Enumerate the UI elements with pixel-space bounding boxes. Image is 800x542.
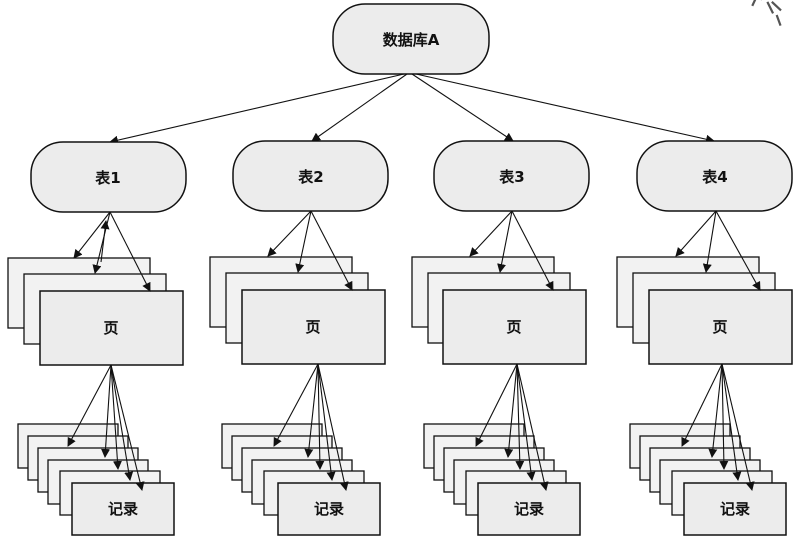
page-label: 页: [305, 318, 320, 336]
record-stack-3: 记录: [423, 423, 581, 536]
record-label: 记录: [108, 500, 138, 518]
table-node-label: 表4: [702, 168, 727, 186]
table-page-edges-3: [469, 210, 554, 291]
page-record-edges-2: [273, 363, 349, 491]
record-stack-2: 记录: [221, 423, 381, 536]
root-node-label: 数据库A: [383, 31, 440, 49]
record-box-1: [71, 482, 175, 536]
table-group-3: 表3 页 记录: [411, 140, 590, 536]
record-stack-1: 记录: [17, 423, 175, 536]
table-node-label: 表2: [298, 168, 323, 186]
table-page-edges-2: [267, 210, 353, 291]
table-node-label: 表3: [499, 168, 524, 186]
page-record-edges-4: [681, 363, 755, 491]
root-node-database: 数据库A: [332, 3, 490, 75]
record-label: 记录: [720, 500, 750, 518]
record-label: 记录: [514, 500, 544, 518]
table-page-edges-1: [73, 211, 151, 292]
table-group-4: 表4 页 记录: [616, 140, 793, 536]
table-node-1: [30, 141, 187, 213]
table-node-label: 表1: [95, 169, 120, 187]
record-box-3: [477, 482, 581, 536]
page-stack-3: 页: [411, 256, 587, 365]
page-label: 页: [506, 318, 521, 336]
table-group-2: 表2 页 记录: [209, 140, 389, 536]
page-record-edges-1: [67, 364, 145, 491]
record-label: 记录: [314, 500, 344, 518]
table-group-1: 表1 页 记录: [7, 141, 187, 536]
page-box-2: [241, 289, 386, 365]
root-edges: [109, 73, 715, 145]
page-record-edges-3: [475, 363, 549, 491]
page-label: 页: [712, 318, 727, 336]
watermark-stamp: [726, 0, 796, 36]
record-stack-4: 记录: [629, 423, 787, 536]
table-page-edges-4: [675, 210, 761, 291]
page-stack-1: 页: [7, 257, 184, 366]
page-box-4: [648, 289, 793, 365]
page-box-1: [39, 290, 184, 366]
watermark-glyphs-icon: [741, 0, 782, 27]
page-box-3: [442, 289, 587, 365]
record-box-2: [277, 482, 381, 536]
page-stack-4: 页: [616, 256, 793, 365]
table-node-4: [636, 140, 793, 212]
page-stack-2: 页: [209, 256, 386, 365]
record-box-4: [683, 482, 787, 536]
page-label: 页: [103, 319, 118, 337]
